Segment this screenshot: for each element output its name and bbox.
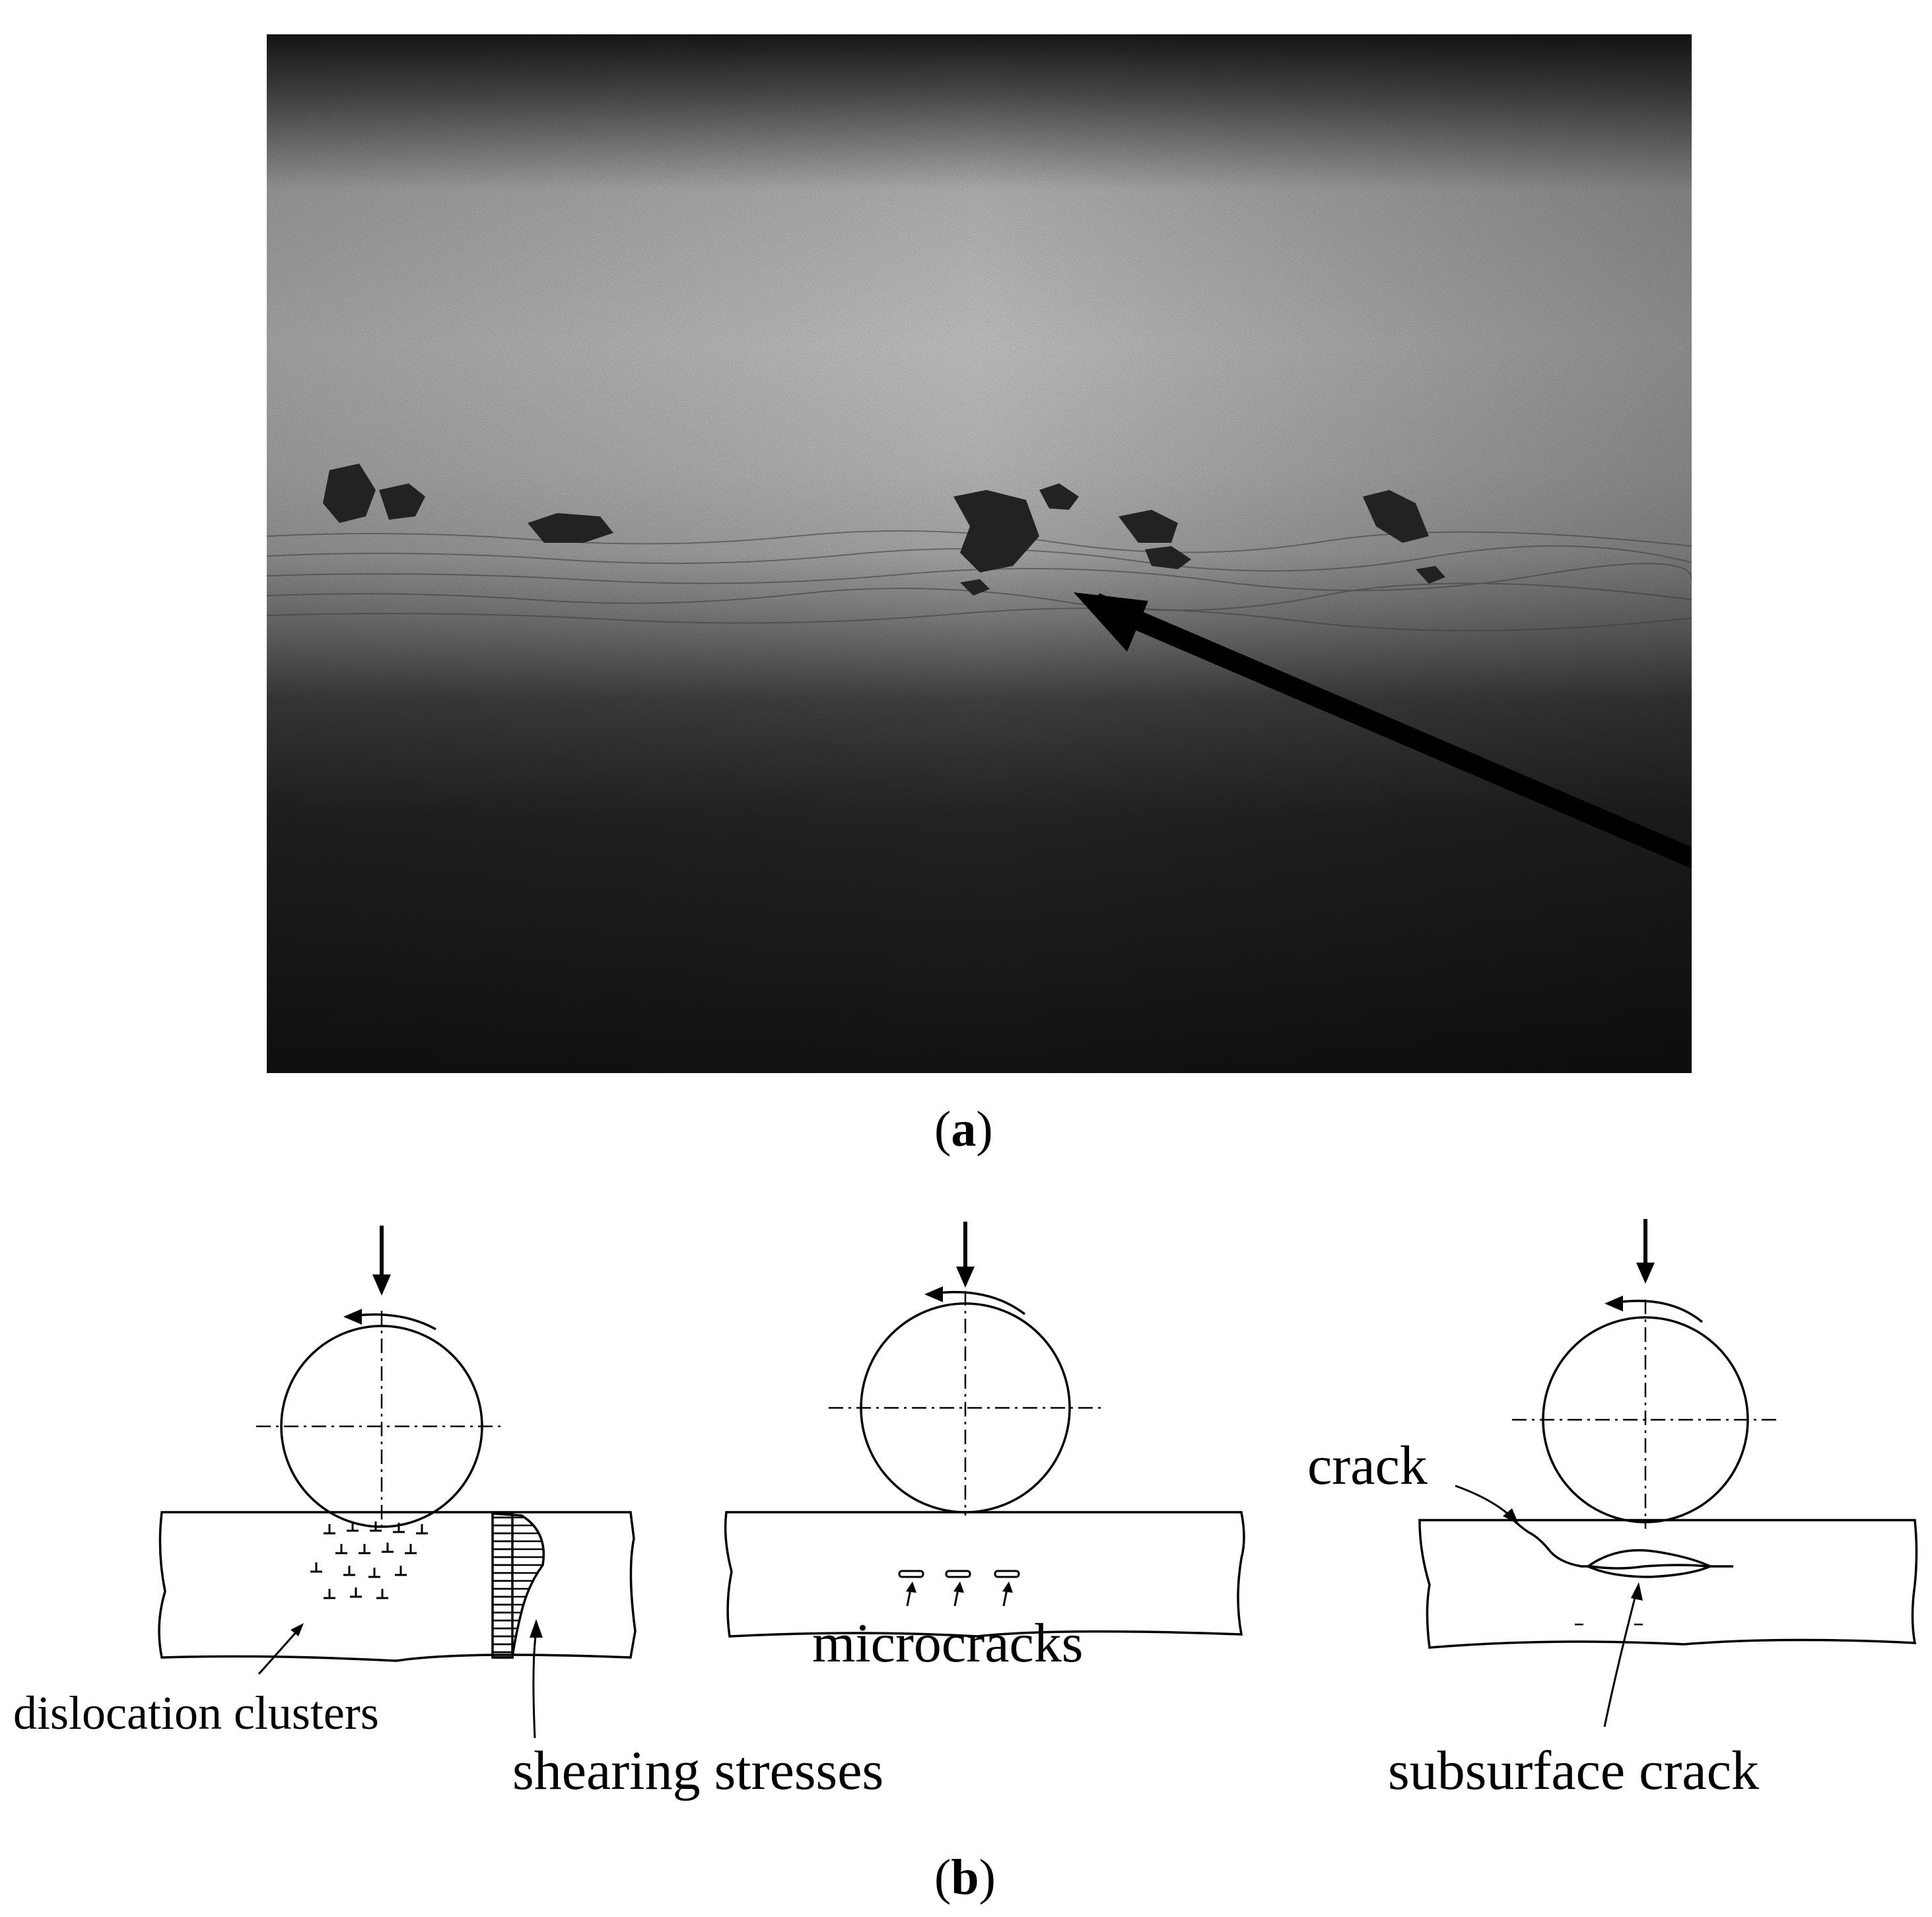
substrate-block [158, 1511, 637, 1662]
spall-pits [323, 464, 1445, 596]
label-crack: crack [1307, 1435, 1428, 1496]
worn-track-texture [267, 530, 1692, 632]
label-shearing-stresses: shearing stresses [512, 1740, 884, 1801]
substrate-block [724, 1511, 1245, 1638]
rotation-arrow-icon [356, 1313, 436, 1331]
load-arrow-icon [956, 1222, 975, 1288]
label-subsurface-crack: subsurface crack [1388, 1740, 1759, 1801]
load-arrow-icon [372, 1226, 391, 1296]
roller-axes [256, 1311, 505, 1532]
shear-stress-curve [492, 1512, 545, 1659]
caption-b: (b) [934, 1850, 996, 1905]
microcrack-pointers-icon [906, 1582, 1013, 1607]
shearing-pointer-icon [532, 1630, 537, 1739]
roller-axes [829, 1291, 1103, 1516]
subsurface-pointer-icon [1603, 1592, 1638, 1727]
rotation-arrowhead [924, 1286, 943, 1302]
label-microcracks: microcracks [812, 1613, 1084, 1674]
label-dislocation-clusters: dislocation clusters [13, 1687, 379, 1739]
pointer-arrow-icon [1074, 592, 1692, 869]
caption-a-letter: a [951, 1101, 977, 1157]
rotation-arrowhead [343, 1309, 362, 1325]
shearing-pointer-head [530, 1619, 543, 1638]
subsurface-pointer-head [1631, 1582, 1643, 1601]
roller-axes [1512, 1300, 1779, 1529]
subsurface-crack [1585, 1549, 1713, 1578]
diagram-1 [158, 1226, 637, 1739]
micrograph-photo [267, 34, 1692, 1073]
load-arrow-icon [1636, 1219, 1655, 1284]
substrate-block [1418, 1519, 1918, 1649]
diagram-2 [724, 1222, 1245, 1638]
caption-a: (a) [934, 1101, 993, 1157]
crack-pointer-icon [1455, 1484, 1513, 1519]
dislocation-pointer-icon [258, 1623, 304, 1675]
crack-pointer-head [1503, 1508, 1519, 1524]
rotation-arrowhead [1604, 1296, 1623, 1311]
microcrack-marks [898, 1570, 1020, 1578]
rotation-arrow-icon [1617, 1300, 1704, 1323]
rotation-arrow-icon [937, 1290, 1026, 1315]
dislocation-symbols [310, 1521, 428, 1599]
diagram-3 [1418, 1219, 1918, 1727]
caption-b-letter: b [951, 1850, 979, 1905]
crack-path [1512, 1519, 1733, 1570]
